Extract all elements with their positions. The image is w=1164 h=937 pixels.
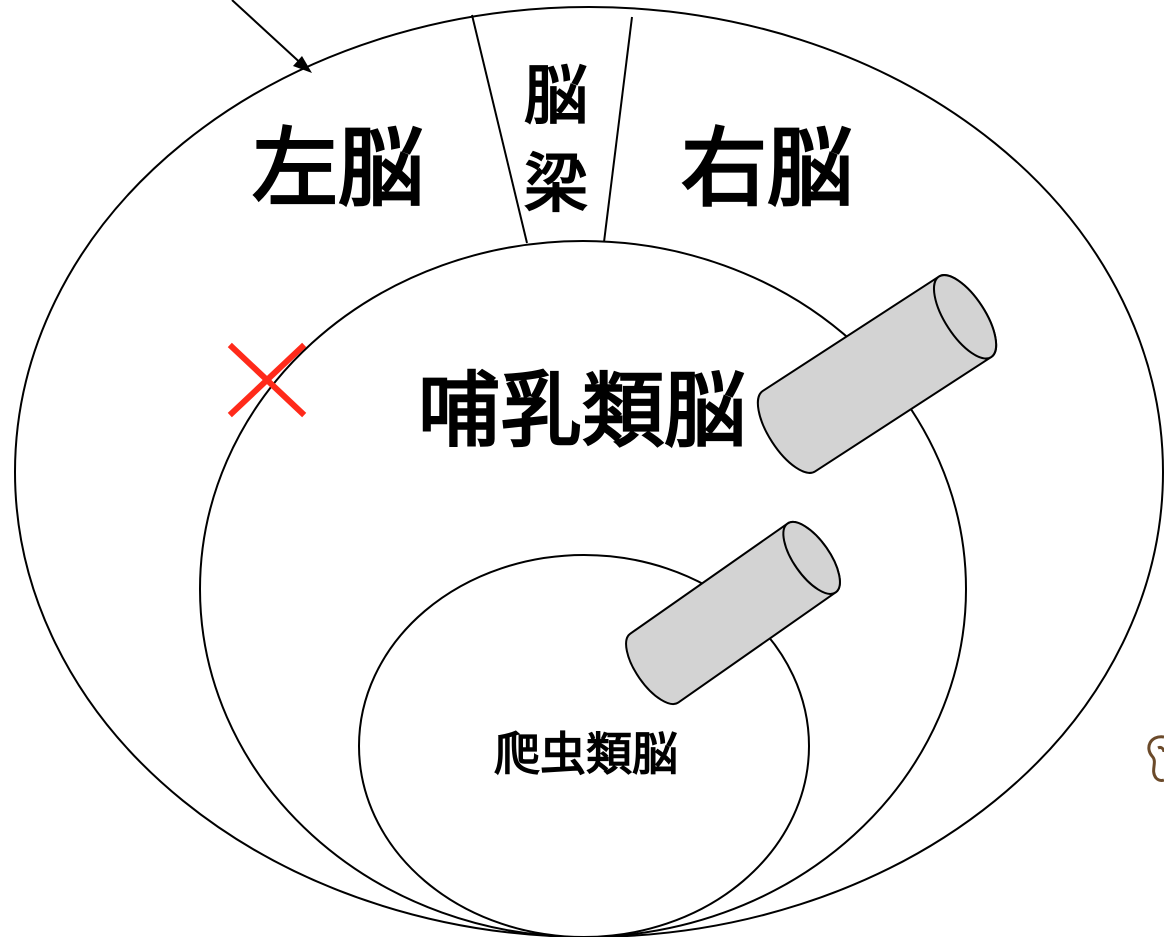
corpus-callosum-label-bottom: 梁 [524,147,588,222]
lower-cylinder-icon [625,521,841,705]
reptilian-brain-label: 爬虫類脳 [494,727,678,781]
cropped-figure-icon [1147,735,1164,782]
upper-cylinder-icon [756,274,998,474]
mammalian-brain-label: 哺乳類脳 [418,363,746,459]
right-brain-label: 右脳 [681,118,853,219]
neocortex-outline [14,6,1164,937]
corpus-callosum-label-top: 脳 [524,59,588,134]
pointer-arrow [231,0,312,73]
left-brain-label: 左脳 [252,118,424,219]
corpus-callosum-wedge [471,14,633,244]
red-cross-icon [227,342,307,418]
